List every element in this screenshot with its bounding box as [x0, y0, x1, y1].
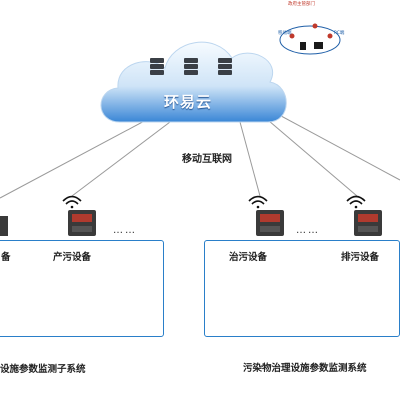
mobile-label: 移动端 [278, 31, 292, 36]
link-line-5 [269, 109, 400, 181]
tablet-icon [300, 42, 306, 50]
pc-label: PC端 [334, 31, 345, 36]
government-circle [279, 25, 341, 55]
link-line-2 [71, 121, 171, 197]
person-icon-1 [289, 33, 295, 39]
ellipsis-right: …… [296, 225, 320, 236]
right-system-box: 治污设备 排污设备 [204, 240, 400, 337]
server-icon-2 [184, 58, 198, 75]
link-line-1 [0, 117, 151, 199]
network-label: 移动互联网 [182, 154, 232, 165]
link-line-4 [261, 114, 358, 197]
left-system-box: 备 产污设备 [0, 240, 164, 337]
monitor-box-edge [0, 216, 8, 236]
right-system-label: 污染物治理设施参数监测系统 [243, 363, 367, 374]
left-device-label-1: 备 [1, 252, 11, 263]
wifi-icon-left [62, 195, 82, 209]
server-icon-1 [150, 58, 164, 75]
server-icon-3 [218, 58, 232, 75]
link-line-3 [239, 121, 261, 197]
right-device-label-2: 排污设备 [341, 252, 380, 263]
person-icon-3 [327, 33, 333, 39]
monitor-box-mid [256, 210, 284, 236]
monitor-icon [314, 42, 323, 49]
right-device-label-1: 治污设备 [229, 252, 268, 263]
wifi-icon-right [346, 195, 366, 209]
monitor-box-right [354, 210, 382, 236]
cloud-shape [100, 41, 287, 123]
wifi-icon-mid [248, 195, 268, 209]
monitor-box-left [68, 210, 96, 236]
ellipsis-left: …… [113, 225, 137, 236]
left-device-label-2: 产污设备 [53, 252, 92, 263]
left-system-label: 设施参数监测子系统 [0, 364, 86, 375]
cloud-title: 环易云 [163, 93, 212, 111]
government-title: 政府主管部门 [288, 2, 315, 7]
person-icon-2 [312, 23, 318, 29]
